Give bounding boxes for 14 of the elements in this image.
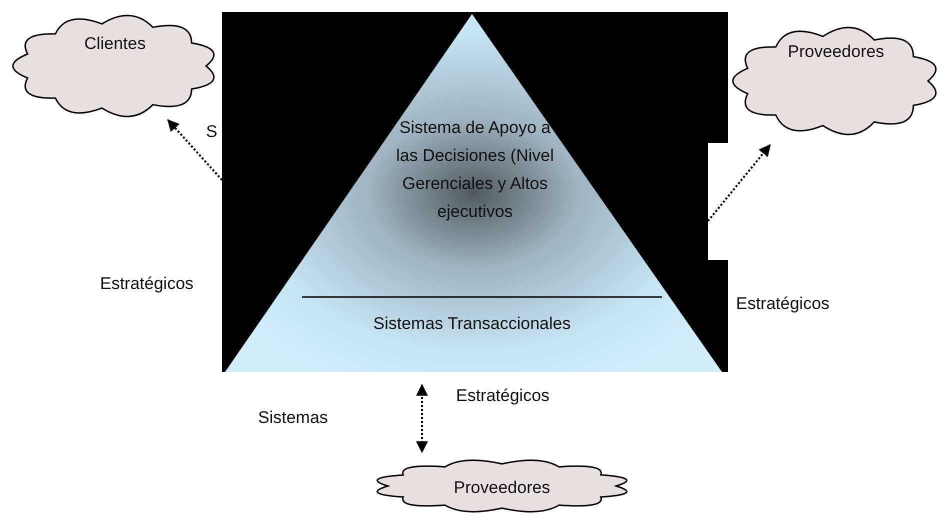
level-label: Sistemas Transaccionales — [372, 313, 572, 335]
node-label: Proveedores — [786, 41, 886, 63]
node-label: Proveedores — [452, 477, 552, 499]
arrow — [416, 384, 428, 454]
arrow — [707, 144, 771, 222]
side-label: S — [206, 122, 218, 142]
pyramid-shape — [222, 12, 728, 372]
node-label: Clientes — [83, 33, 147, 55]
side-label: Sistemas — [258, 408, 328, 428]
side-label: Estratégicos — [100, 274, 194, 294]
side-label: Estratégicos — [456, 386, 550, 406]
level-title: Sistema de Apoyo a las Decisiones (Nivel Gerenciales y Altos ejecutivos — [395, 117, 555, 223]
side-label: Estratégicos — [736, 294, 830, 314]
arrow — [167, 119, 223, 181]
